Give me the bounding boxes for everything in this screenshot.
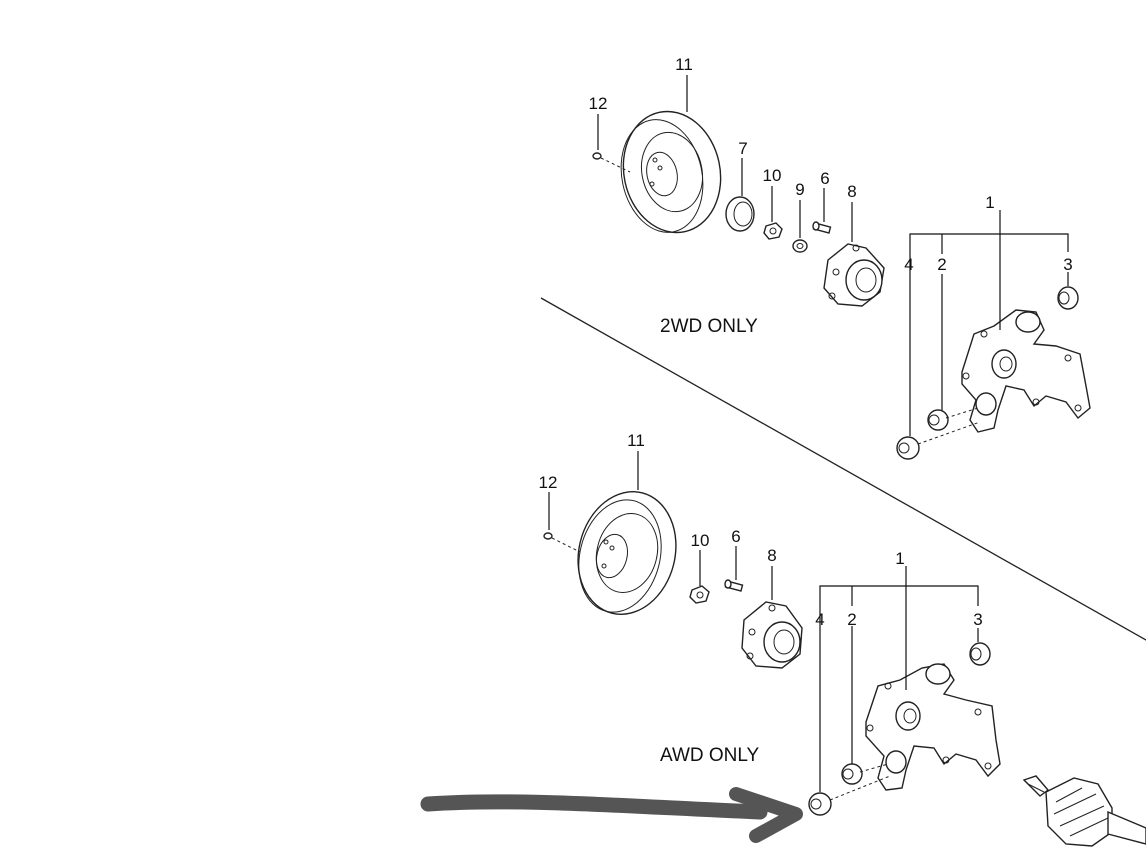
section-2wd: 12 11 7 10 9 6 8 1 4 2 3 2WD ONLY — [589, 55, 1091, 460]
leader-lines-2wd — [597, 75, 1069, 436]
brake-disc-awd — [577, 491, 677, 615]
hub-2wd — [823, 243, 885, 307]
callout-1: 1 — [895, 549, 904, 568]
section-awd: 12 11 10 6 8 1 4 2 3 AWD ONLY — [539, 431, 1146, 847]
section-divider — [540, 297, 1146, 641]
bushing-3-awd — [969, 642, 991, 666]
washer-2wd — [792, 239, 808, 253]
caption-awd: AWD ONLY — [660, 745, 760, 766]
bushing-2-2wd — [927, 407, 979, 431]
callout-11: 11 — [627, 431, 645, 450]
screw-2wd — [592, 152, 631, 173]
callout-12: 12 — [589, 94, 608, 113]
callout-9: 9 — [795, 180, 804, 199]
hub-awd — [741, 601, 803, 669]
callout-2: 2 — [847, 610, 856, 629]
callout-3: 3 — [1063, 255, 1072, 274]
callout-11: 11 — [675, 55, 693, 74]
brake-disc-2wd — [620, 110, 722, 234]
callout-6: 6 — [820, 169, 829, 188]
drive-shaft-awd — [1022, 775, 1146, 847]
callout-4: 4 — [815, 610, 824, 629]
bushing-3-2wd — [1057, 286, 1079, 310]
leader-lines-awd — [548, 451, 979, 792]
screw-awd — [543, 532, 581, 553]
callout-8: 8 — [767, 546, 776, 565]
caption-2wd: 2WD ONLY — [660, 316, 758, 337]
knuckle-awd — [865, 663, 1001, 791]
callout-6: 6 — [731, 527, 740, 546]
bushing-4-2wd — [896, 421, 981, 460]
bolt-2wd — [812, 221, 832, 234]
callout-10: 10 — [763, 166, 782, 185]
callout-4: 4 — [904, 255, 913, 274]
callout-10: 10 — [691, 531, 710, 550]
bolt-awd — [724, 579, 744, 592]
bushing-4-awd — [808, 775, 891, 816]
nut-awd — [689, 585, 710, 604]
hand-drawn-arrow — [420, 787, 803, 843]
callout-2: 2 — [937, 255, 946, 274]
callout-7: 7 — [738, 139, 747, 158]
nut-2wd — [763, 222, 783, 240]
callout-1: 1 — [985, 193, 994, 212]
callout-3: 3 — [973, 610, 982, 629]
callout-8: 8 — [847, 182, 856, 201]
seal-2wd — [725, 196, 755, 232]
callout-12: 12 — [539, 473, 558, 492]
knuckle-2wd — [961, 309, 1091, 433]
